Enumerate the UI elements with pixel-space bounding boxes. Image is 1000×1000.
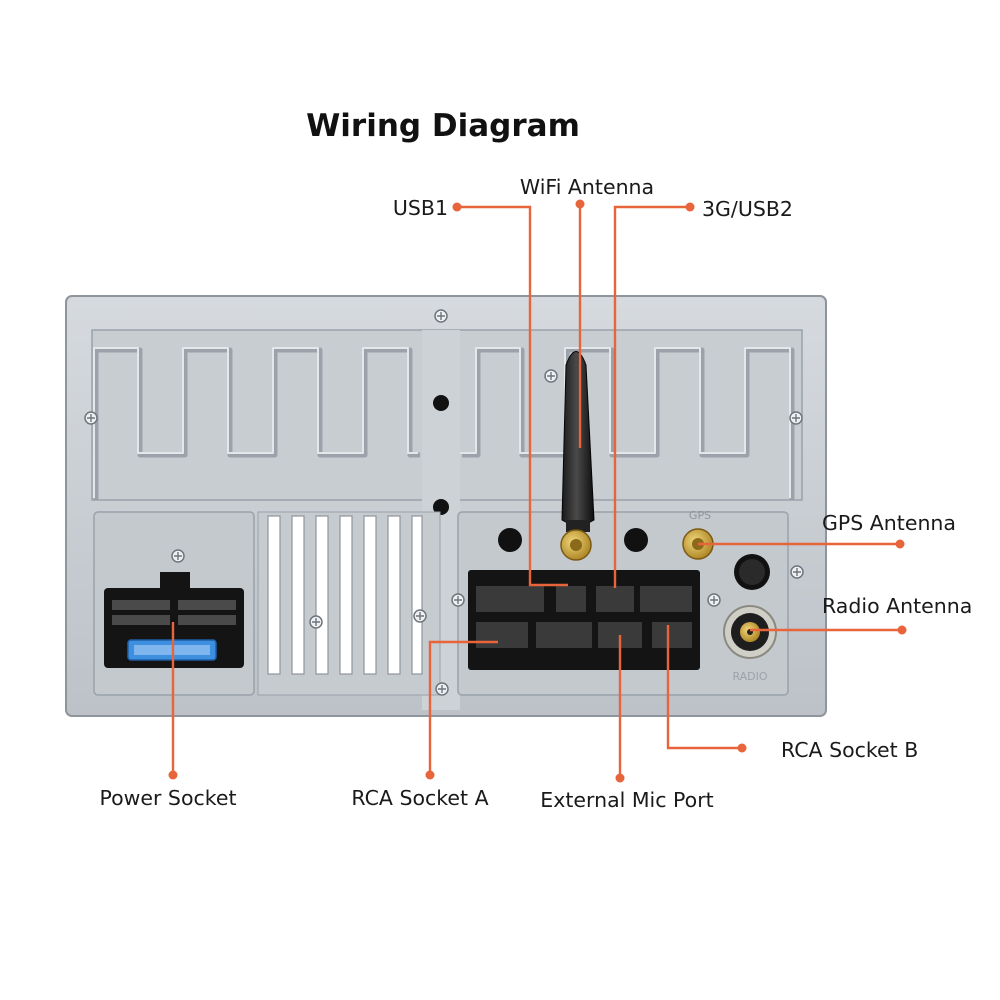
- label-gps-antenna: GPS Antenna: [822, 511, 956, 535]
- page-title: Wiring Diagram: [306, 108, 580, 144]
- leader-dots: [168, 199, 907, 783]
- radio-antenna-connector: RADIO: [723, 605, 777, 683]
- leader-rca-a: [428, 640, 498, 775]
- label-radio-antenna: Radio Antenna: [822, 594, 972, 618]
- gps-embossed-label: GPS: [689, 509, 711, 522]
- leader-rca-b: [666, 625, 742, 750]
- label-rca-socket-a: RCA Socket A: [351, 786, 488, 810]
- label-rca-socket-b: RCA Socket B: [781, 738, 918, 762]
- rca-connector-block: [468, 570, 700, 670]
- label-external-mic-port: External Mic Port: [540, 788, 713, 812]
- radio-embossed-label: RADIO: [732, 670, 767, 683]
- label-wifi-antenna: WiFi Antenna: [520, 175, 654, 199]
- label-power-socket: Power Socket: [99, 786, 236, 810]
- wifi-antenna: [560, 351, 595, 561]
- leader-lines: [168, 199, 907, 783]
- label-usb1: USB1: [393, 196, 448, 220]
- leader-usb2: [613, 205, 690, 588]
- callout-labels: USB1 WiFi Antenna 3G/USB2 GPS Antenna Ra…: [99, 175, 972, 812]
- leader-usb1: [457, 205, 568, 587]
- label-3g-usb2: 3G/USB2: [702, 197, 793, 221]
- vent-slots: [267, 515, 423, 675]
